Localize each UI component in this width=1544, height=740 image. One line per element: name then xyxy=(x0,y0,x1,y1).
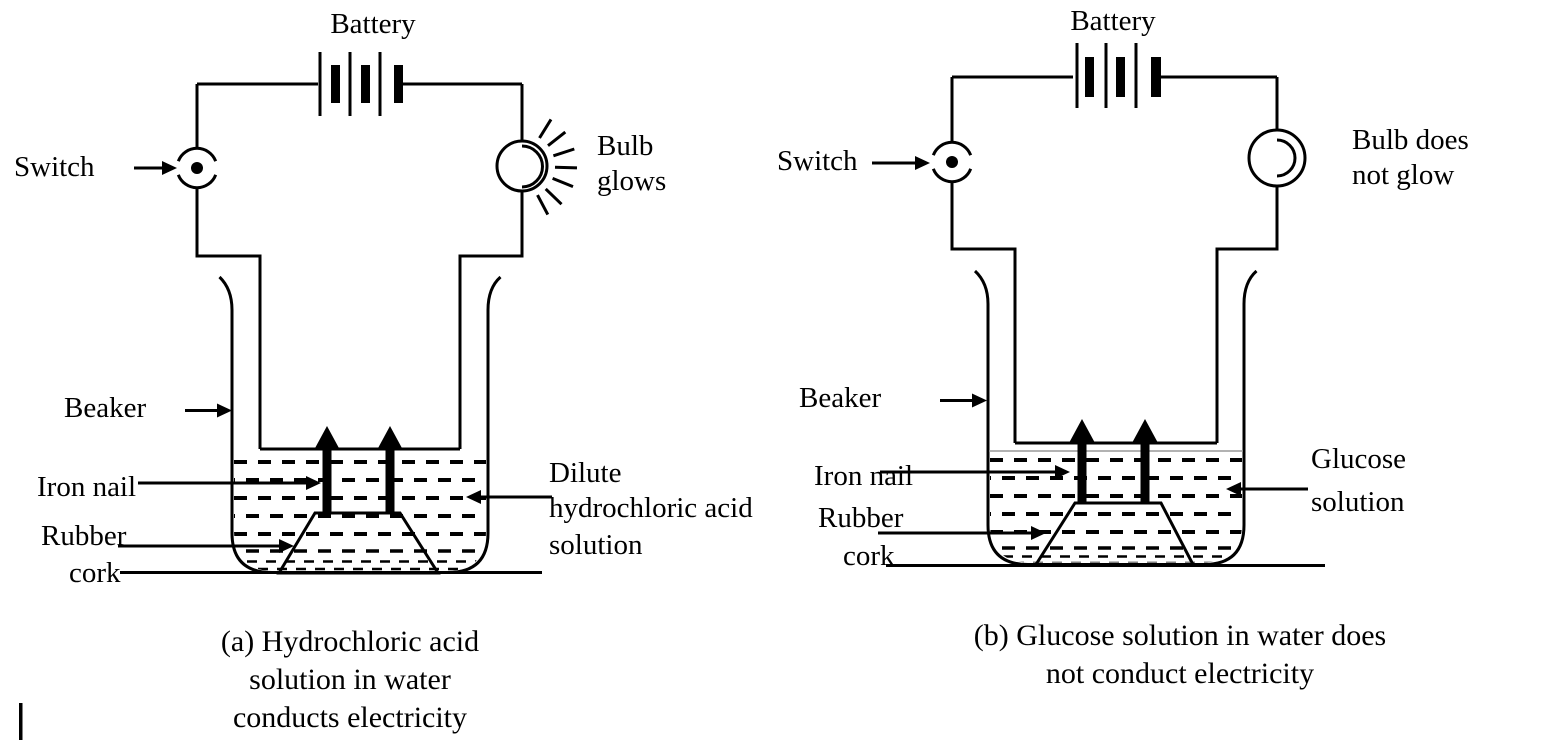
text-cursor[interactable] xyxy=(19,703,23,740)
switch-label: Switch xyxy=(777,145,858,177)
bulb-glowing-icon xyxy=(495,118,578,216)
beaker-shape xyxy=(973,269,1258,566)
switch-pointer-arrowhead xyxy=(915,156,930,170)
solution-label-line1: Glucose xyxy=(1311,443,1407,475)
rubber-cork-pointer-arrowhead xyxy=(1031,526,1046,540)
caption-line: (b) Glucose solution in water does xyxy=(973,619,1387,652)
iron-nail-right xyxy=(377,426,403,513)
battery-label: Battery xyxy=(330,8,416,40)
caption-line: (a) Hydrochloric acid xyxy=(220,625,480,658)
caption-line: conducts electricity xyxy=(232,701,468,734)
solution-label-line1: Dilute xyxy=(549,457,622,489)
beaker-pointer-arrowhead xyxy=(972,393,987,408)
bulb-rays xyxy=(536,118,578,216)
beaker-label: Beaker xyxy=(64,392,147,424)
figure-b-circuit xyxy=(872,43,1325,567)
rubber-cork-label-line2: cork xyxy=(843,540,895,572)
solution-dashes xyxy=(234,460,486,571)
battery-icon xyxy=(1075,43,1161,108)
rubber-cork-label-line1: Rubber xyxy=(818,502,904,534)
switch-icon xyxy=(931,140,973,184)
switch-pointer-arrowhead xyxy=(162,161,177,175)
iron-nail-left xyxy=(1069,419,1095,504)
switch-icon xyxy=(176,146,218,190)
caption-line: solution in water xyxy=(249,663,451,696)
bulb-state-label-line2: glows xyxy=(597,165,667,197)
bulb-state-label-line2: not glow xyxy=(1352,159,1455,191)
figure-a-circuit xyxy=(118,52,578,575)
rubber-cork-pointer-arrowhead xyxy=(279,539,294,553)
solution-pointer-arrowhead xyxy=(466,490,481,504)
solution-label-line2: hydrochloric acid xyxy=(549,492,753,524)
battery-label: Battery xyxy=(1070,5,1156,37)
solution-pointer-arrowhead xyxy=(1226,482,1241,496)
iron-nail-pointer-arrowhead xyxy=(306,476,321,490)
wire xyxy=(195,82,524,451)
solution-dashes xyxy=(990,458,1242,563)
beaker-pointer-arrowhead xyxy=(217,403,232,418)
iron-nail-left xyxy=(314,426,340,513)
iron-nail-pointer-arrowhead xyxy=(1055,465,1070,479)
caption-line: not conduct electricity xyxy=(1045,657,1315,690)
figure-b-caption: (b) Glucose solution in water does not c… xyxy=(940,617,1420,693)
beaker-label: Beaker xyxy=(799,382,882,414)
iron-nail-label: Iron nail xyxy=(814,460,914,492)
rubber-cork-label-line2: cork xyxy=(69,557,121,589)
solution-label-line3: solution xyxy=(549,529,643,561)
rubber-cork-shape xyxy=(276,511,441,575)
iron-nail-label: Iron nail xyxy=(37,471,137,503)
figure-a-caption: (a) Hydrochloric acid solution in water … xyxy=(175,623,525,737)
wire xyxy=(950,75,1279,445)
switch-label: Switch xyxy=(14,151,95,183)
bulb-state-label-line1: Bulb does xyxy=(1352,124,1469,156)
solution-label-line2: solution xyxy=(1311,486,1405,518)
pointer-arrows xyxy=(872,156,1308,540)
beaker-shape xyxy=(218,275,502,574)
bulb-icon xyxy=(1247,128,1307,188)
bulb-state-label-line1: Bulb xyxy=(597,130,654,162)
pointer-arrows xyxy=(118,161,552,553)
battery-icon xyxy=(318,52,403,116)
iron-nail-right xyxy=(1132,419,1158,504)
rubber-cork-label-line1: Rubber xyxy=(41,520,127,552)
